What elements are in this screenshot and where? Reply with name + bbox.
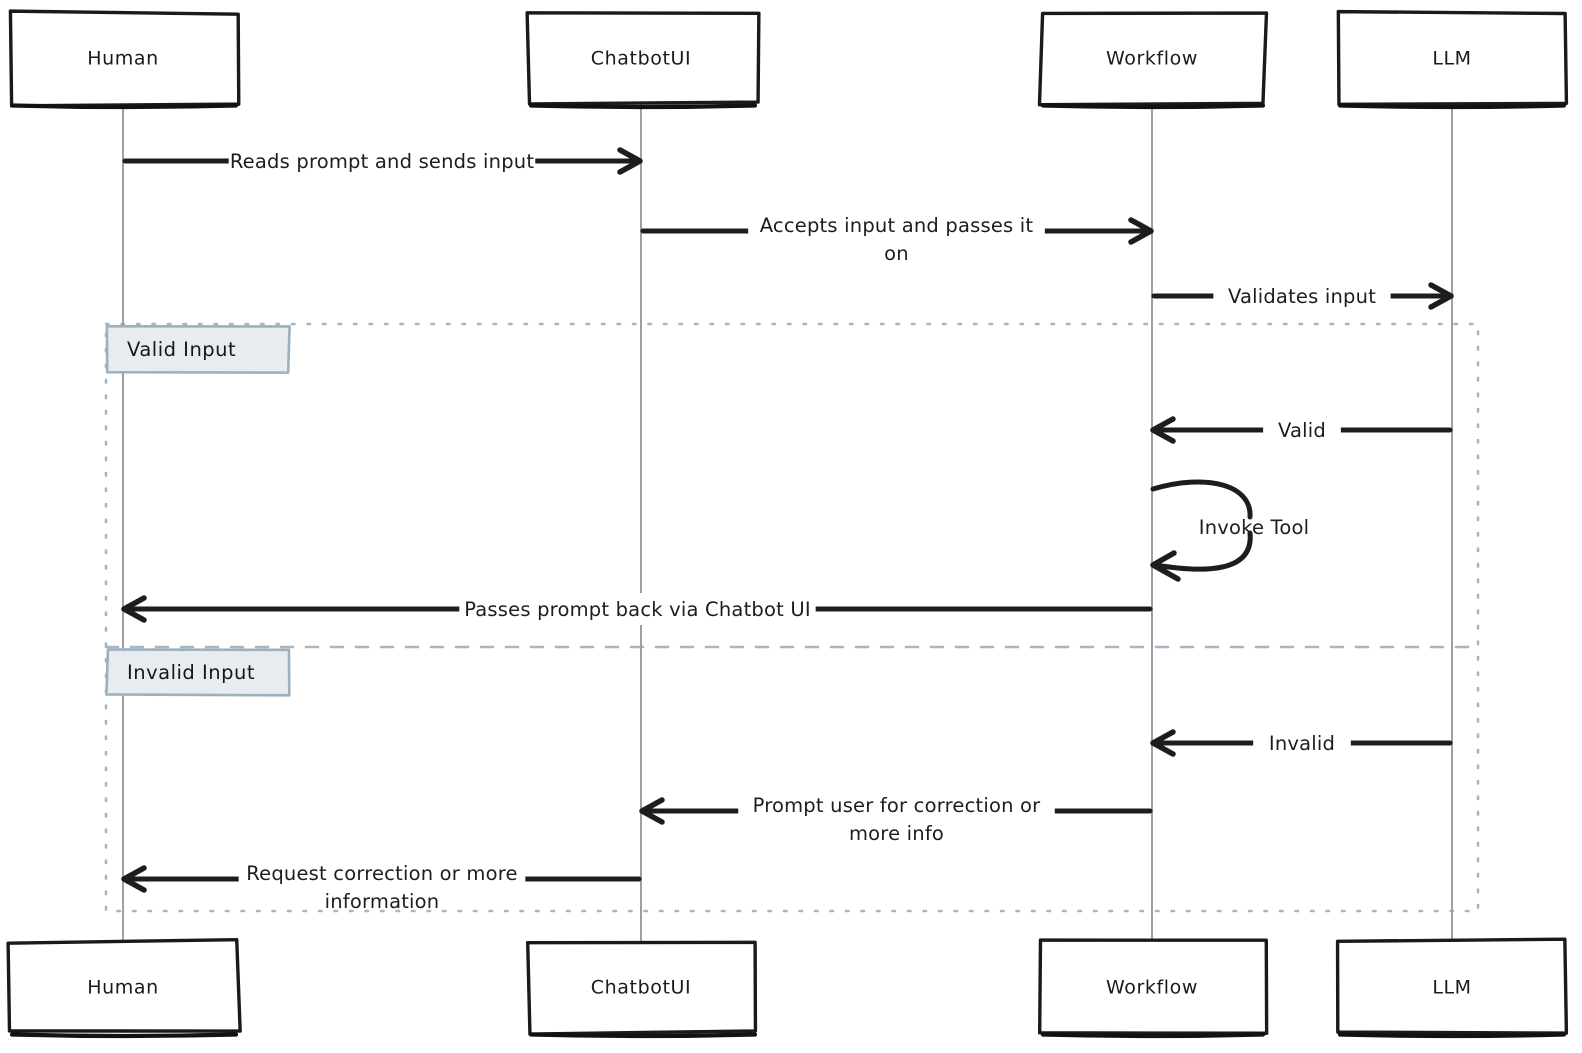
alt-block-container	[104, 322, 1480, 913]
alt-blocks-layer	[104, 322, 1480, 913]
actor-box-sketch-underline	[1337, 1032, 1567, 1039]
message-label-m9-line2: information	[325, 890, 440, 913]
arrow-head	[1150, 550, 1181, 582]
actor-box-shape	[1336, 9, 1569, 107]
arrow-head	[121, 595, 147, 623]
actor-box-human-bottom[interactable]: Human	[6, 937, 242, 1039]
arrow-head	[1128, 217, 1154, 245]
message-label-backdrop	[459, 593, 816, 625]
message-label-backdrop	[738, 785, 1055, 815]
actor-label-chatbotui: ChatbotUI	[591, 977, 691, 999]
actor-box-llm-top[interactable]: LLM	[1336, 9, 1569, 110]
actor-label-llm: LLM	[1432, 48, 1471, 70]
actor-box-sketch-underline	[528, 103, 758, 110]
arrow-head	[639, 797, 665, 825]
alt-segment-tag-valid[interactable]: Valid Input	[105, 324, 291, 374]
alt-segment-tag-label-valid: Valid Input	[127, 338, 236, 361]
message-label-backdrop	[238, 853, 526, 883]
actor-box-chatbotui-top[interactable]: ChatbotUI	[525, 11, 761, 110]
message-label-m5: Invoke Tool	[1199, 516, 1309, 539]
message-label-m2-line1: Accepts input and passes it	[760, 214, 1034, 237]
arrow-head	[121, 865, 147, 893]
lifelines-layer	[122, 104, 1453, 941]
message-m9[interactable]: Request correction or more information	[121, 853, 642, 913]
actor-box-shape	[1335, 937, 1569, 1035]
message-m4[interactable]: Valid	[1150, 414, 1453, 446]
message-m8[interactable]: Prompt user for correction or more info	[639, 785, 1153, 845]
message-m3[interactable]: Validates input	[1151, 280, 1454, 312]
actor-box-sketch-underline	[1040, 1032, 1266, 1039]
actor-label-workflow: Workflow	[1106, 977, 1198, 999]
actor-box-human-top[interactable]: Human	[8, 9, 241, 110]
message-label-backdrop	[1213, 280, 1391, 312]
arrow-head	[617, 147, 643, 175]
actor-box-shape	[1037, 11, 1269, 107]
actor-label-human: Human	[87, 48, 159, 70]
actor-box-workflow-top[interactable]: Workflow	[1037, 11, 1269, 110]
message-label-m8-line1: Prompt user for correction or	[753, 794, 1042, 817]
message-m5[interactable]: Invoke Tool	[1150, 479, 1309, 582]
actor-label-human: Human	[87, 977, 159, 999]
arrow-head	[1428, 282, 1454, 310]
message-label-m1: Reads prompt and sends input	[230, 150, 535, 173]
actor-label-workflow: Workflow	[1106, 48, 1198, 70]
actor-box-llm-bottom[interactable]: LLM	[1335, 937, 1569, 1039]
message-m6[interactable]: Passes prompt back via Chatbot UI	[121, 593, 1153, 625]
actor-boxes-layer: HumanHumanChatbotUIChatbotUIWorkflowWork…	[6, 9, 1569, 1039]
actor-box-workflow-bottom[interactable]: Workflow	[1037, 938, 1269, 1039]
message-label-m9-line1: Request correction or more	[246, 862, 517, 885]
actor-box-sketch-underline	[9, 1032, 239, 1039]
actor-box-shape	[525, 940, 758, 1036]
actor-box-shape	[525, 11, 761, 106]
message-m7[interactable]: Invalid	[1150, 727, 1453, 759]
actor-box-chatbotui-bottom[interactable]: ChatbotUI	[525, 940, 758, 1039]
message-label-m7: Invalid	[1269, 732, 1335, 755]
actor-box-shape	[8, 9, 241, 108]
actor-box-sketch-underline	[528, 1032, 758, 1039]
message-label-backdrop	[1253, 727, 1351, 759]
message-label-backdrop	[1263, 414, 1341, 446]
arrow-head	[1150, 729, 1176, 757]
alt-segment-tag-label-invalid: Invalid Input	[127, 661, 255, 684]
self-loop-upper	[1150, 479, 1253, 520]
message-m1[interactable]: Reads prompt and sends input	[122, 145, 643, 177]
actor-box-sketch-underline	[1337, 103, 1567, 110]
arrow-head	[1150, 416, 1176, 444]
message-label-backdrop	[748, 205, 1045, 235]
alt-segment-tag-invalid[interactable]: Invalid Input	[105, 648, 291, 697]
message-m2[interactable]: Accepts input and passes it on	[640, 205, 1154, 265]
message-label-m6: Passes prompt back via Chatbot UI	[464, 598, 811, 621]
self-loop-lower	[1152, 530, 1253, 572]
actor-box-shape	[1037, 938, 1269, 1035]
message-label-m2-line2: on	[884, 242, 909, 265]
message-label-m4: Valid	[1278, 419, 1326, 442]
message-label-m3: Validates input	[1228, 285, 1376, 308]
message-label-m8-line2: more info	[849, 822, 944, 845]
alt-segment-tag-shape	[105, 648, 291, 697]
actor-box-shape	[6, 937, 242, 1033]
actor-box-sketch-underline	[9, 103, 239, 110]
actor-box-sketch-underline	[1040, 103, 1266, 110]
actor-label-chatbotui: ChatbotUI	[591, 48, 691, 70]
alt-segment-tag-shape	[105, 324, 291, 374]
message-label-backdrop	[228, 145, 536, 177]
actor-label-llm: LLM	[1432, 977, 1471, 999]
